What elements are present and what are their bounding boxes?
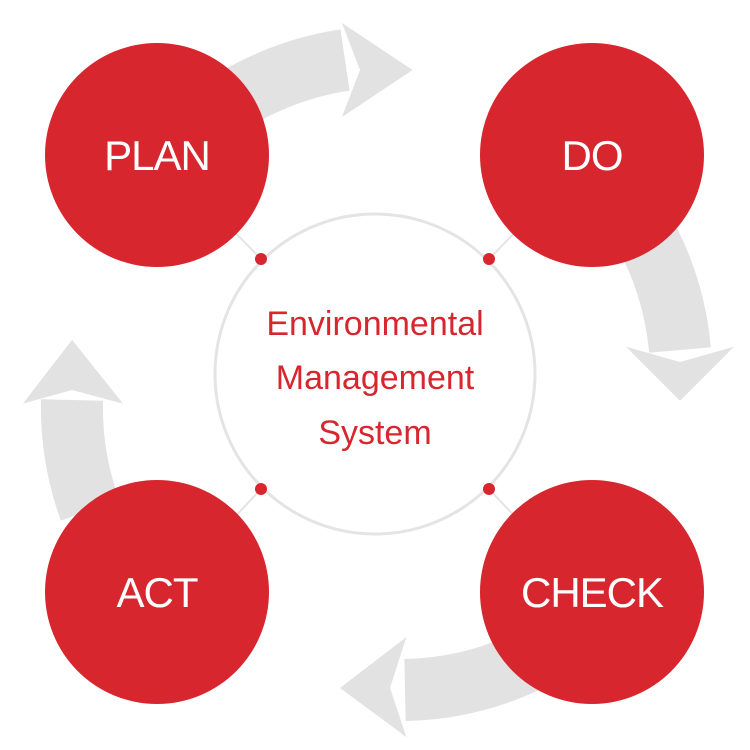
node-plan-label: PLAN [104,132,210,179]
dot-act [255,483,267,495]
dot-plan [255,253,267,265]
center-line-2: Management [276,359,475,397]
node-check: CHECK [480,480,704,704]
connector-dots [255,253,495,495]
node-do-label: DO [562,132,623,179]
node-do: DO [480,43,704,267]
center-circle [213,212,537,536]
center-line-3: System [318,414,431,452]
dot-check [483,483,495,495]
dot-do [483,253,495,265]
node-check-label: CHECK [521,569,664,616]
node-act-label: ACT [117,569,198,616]
arrow-act-to-plan [15,330,131,521]
node-act: ACT [45,480,269,704]
center-line-1: Environmental [266,305,483,343]
node-plan: PLAN [45,43,269,267]
